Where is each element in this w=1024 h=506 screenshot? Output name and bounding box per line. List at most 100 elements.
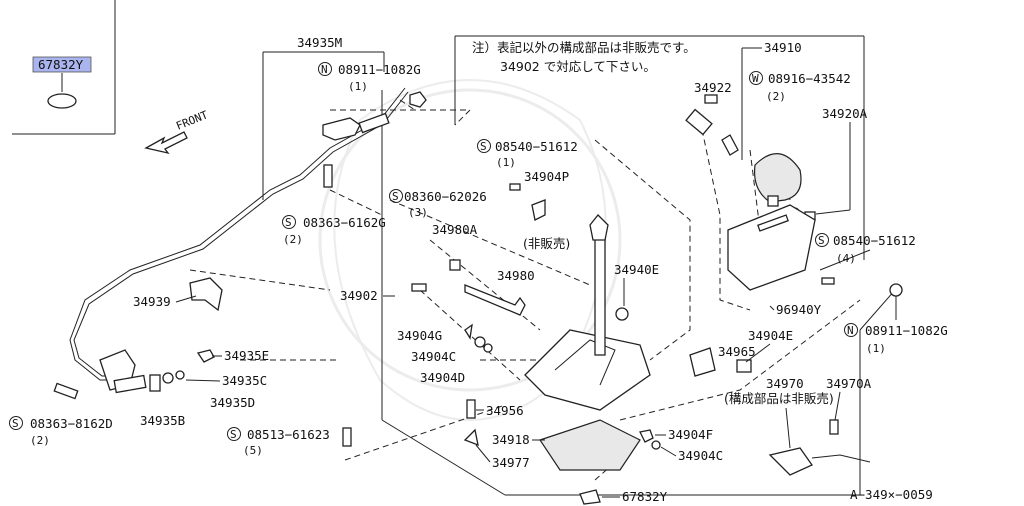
label-34904C-left[interactable]: 34904C [411,349,456,364]
dashed-leaders [189,99,861,481]
svg-text:S: S [12,417,19,430]
bushing-34940E [615,307,629,321]
clip-34904E [736,359,752,373]
bolt-08363-6162G [323,164,333,188]
assembly-outline [262,35,896,496]
svg-text:S: S [480,140,487,153]
washer-34904D [483,343,493,353]
bolt-08360 [411,283,427,292]
solenoid-34970 [768,447,813,476]
shift-knob-34910 [753,153,802,203]
label-08911-top[interactable]: 08911−1082G [338,62,421,77]
label-34977[interactable]: 34977 [492,455,530,470]
bushing-34935B [149,374,161,392]
label-34965[interactable]: 34965 [718,344,756,359]
svg-text:(2): (2) [766,90,786,103]
label-34904E[interactable]: 34904E [748,328,793,343]
screw-08540-left [509,183,521,191]
S-marker-icon [477,139,491,153]
label-96940Y[interactable]: 96940Y [776,302,822,317]
label-34935C[interactable]: 34935C [222,373,267,388]
label-34935B[interactable]: 34935B [140,413,185,428]
svg-text:S: S [285,216,292,229]
cable-end-fitting [358,112,390,134]
inset-part-number[interactable]: 67832Y [38,57,84,72]
label-08513[interactable]: 08513−61623 [247,427,330,442]
label-08363-6162G[interactable]: 08363−6162G [303,215,386,230]
label-34956[interactable]: 34956 [486,403,524,418]
indicator-slot [757,214,789,232]
front-label: FRONT [174,108,210,133]
svg-text:(2): (2) [30,434,50,447]
label-34904F[interactable]: 34904F [668,427,713,442]
label-34970A[interactable]: 34970A [826,376,872,391]
svg-text:S: S [818,234,825,247]
nut-08911-top [409,91,427,108]
button-34910 [685,108,713,136]
highlighted-part-67832Y[interactable] [32,56,92,73]
knob-base [767,195,779,207]
clip-34935E [196,349,215,363]
label-34970[interactable]: 34970 [766,376,804,391]
shift-cable-assembly[interactable] [69,87,409,394]
pin-34977 [463,428,479,447]
label-08540-right[interactable]: 08540−51612 [833,233,916,248]
label-34904P[interactable]: 34904P [524,169,569,184]
screw-08540-right [821,277,835,285]
svg-text:(1): (1) [496,156,516,169]
label-34980[interactable]: 34980 [497,268,535,283]
bolt-34980A [449,259,461,271]
cap-part-shape [47,93,77,109]
cable-bracket-upper [322,117,361,141]
label-34935D[interactable]: 34935D [210,395,255,410]
clip-34904G [464,323,473,340]
svg-text:(4): (4) [836,252,856,265]
label-08363-8162D[interactable]: 08363−8162D [30,416,113,431]
clip-34939 [189,277,223,312]
shifter-base-34902[interactable] [524,214,651,471]
part-labels: 34935M N 08911−1082G (1) S 08363−6162G (… [9,35,948,504]
svg-text:S: S [230,428,237,441]
washer-34904C-left [474,336,486,348]
label-34910[interactable]: 34910 [764,40,802,55]
label-34902[interactable]: 34902 [340,288,378,303]
inset-part-box: 67832Y [12,0,116,135]
washer-34935C [162,372,174,384]
svg-text:(1): (1) [866,342,886,355]
label-34935M[interactable]: 34935M [297,35,342,50]
label-34918[interactable]: 34918 [492,432,530,447]
diagram-code: A−349×−0059 [850,487,933,502]
S-marker-icon [227,427,241,441]
lock-34965 [689,347,716,377]
label-34904D[interactable]: 34904D [420,370,465,385]
label-34922[interactable]: 34922 [694,80,732,95]
clip-34904P [531,199,546,221]
label-08916[interactable]: 08916−43542 [768,71,851,86]
label-08360[interactable]: 08360−62026 [404,189,487,204]
boot-plate-34918 [539,419,641,471]
label-34920A[interactable]: 34920A [822,106,868,121]
label-34904G[interactable]: 34904G [397,328,442,343]
note-line-1: 注）表記以外の構成部品は非販売です。 [472,40,696,55]
label-67832Y-bottom[interactable]: 67832Y [622,489,668,504]
svg-text:N: N [321,63,328,76]
label-08911-right[interactable]: 08911−1082G [865,323,948,338]
svg-text:S: S [392,190,399,203]
label-34904C-bottom[interactable]: 34904C [678,448,723,463]
bushing-34904F [639,429,654,443]
label-34940E[interactable]: 34940E [614,262,659,277]
bolt-08363-8162D [53,382,79,400]
hardware-parts [53,91,903,505]
washer-34935D [175,370,185,380]
nut-08911-right [889,283,903,297]
svg-text:W: W [752,72,759,85]
label-34939[interactable]: 34939 [133,294,171,309]
label-components-not-for-sale: (構成部品は非販売) [724,391,834,406]
label-34935E[interactable]: 34935E [224,348,269,363]
label-34980A[interactable]: 34980A [432,222,478,237]
shift-lever-rod [594,234,606,356]
svg-text:(2): (2) [283,233,303,246]
svg-text:(3): (3) [408,206,428,219]
label-08540-left[interactable]: 08540−51612 [495,139,578,154]
